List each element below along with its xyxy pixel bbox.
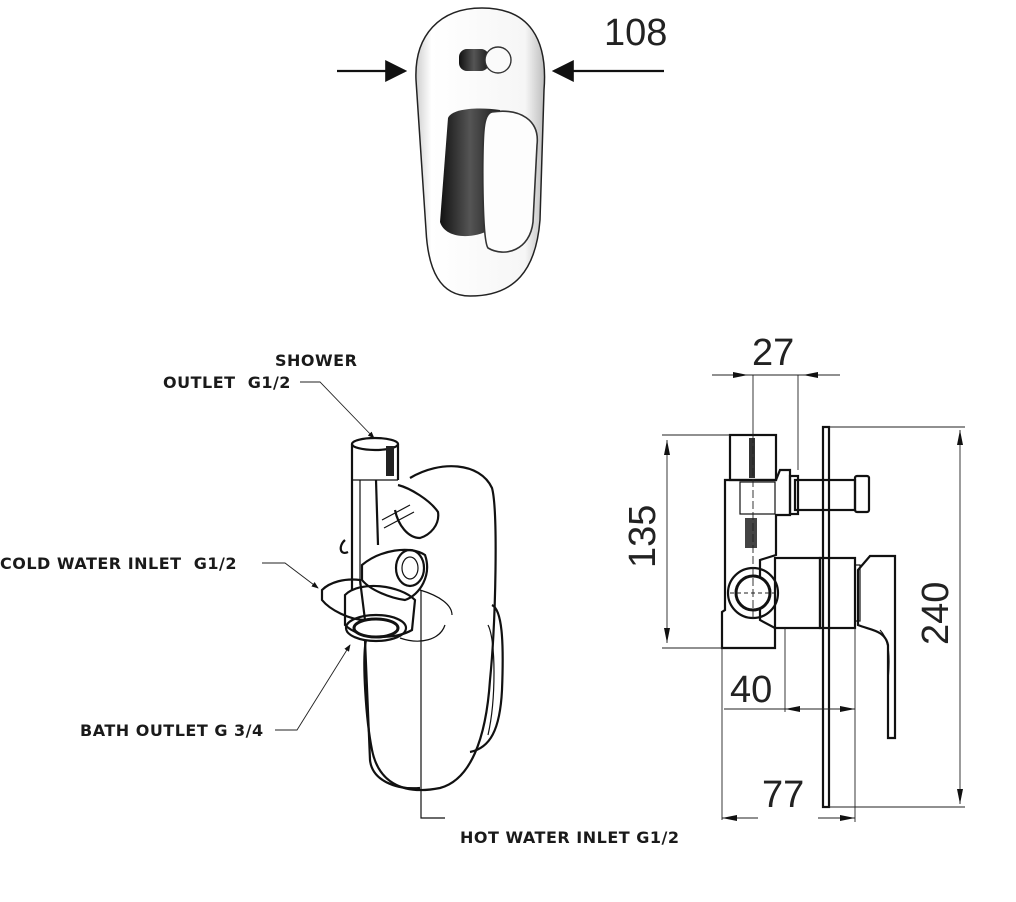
- front-view: 108: [337, 7, 667, 297]
- iso-diverter-spindle: [339, 483, 440, 554]
- shower-outlet-leader: [300, 381, 375, 439]
- side-cover-plate: [821, 425, 831, 809]
- cold-inlet-label: COLD WATER INLET G1/2: [0, 554, 237, 573]
- iso-shower-outlet-body: [350, 436, 400, 590]
- bath-outlet-label: BATH OUTLET G 3/4: [80, 721, 264, 740]
- width-dimension-108: 108: [604, 12, 667, 54]
- side-view: 27 135 240 40 77: [622, 332, 965, 822]
- dim-240: 240: [915, 582, 957, 645]
- side-valve-body: [720, 433, 871, 650]
- shower-outlet-label-line1: SHOWER: [275, 351, 357, 370]
- iso-body-curve-2: [399, 624, 446, 642]
- shower-outlet-label-line2: OUTLET G1/2: [163, 373, 291, 392]
- hot-inlet-label: HOT WATER INLET G1/2: [460, 828, 679, 847]
- diverter-knob: [459, 46, 512, 74]
- iso-view: HOT WATER INLET G1/2 SHOWER OUTLET G1/2 …: [0, 351, 679, 847]
- side-lever: [856, 554, 897, 740]
- bath-outlet-leader: [275, 644, 351, 731]
- iso-plate-edge: [469, 604, 504, 754]
- hot-inlet-leader: [420, 590, 445, 819]
- iso-bath-outlet: [343, 584, 421, 790]
- iso-cover-plate: [363, 465, 497, 792]
- dim-77: 77: [762, 774, 804, 816]
- dim-135: 135: [622, 505, 664, 568]
- iso-plate-inner: [487, 624, 495, 736]
- cold-inlet-leader: [262, 562, 319, 589]
- lever-handle: [440, 108, 538, 253]
- iso-body-curve: [419, 589, 453, 616]
- dim-40: 40: [730, 669, 772, 711]
- side-lever-curve: [879, 629, 890, 681]
- dim-27: 27: [752, 332, 794, 374]
